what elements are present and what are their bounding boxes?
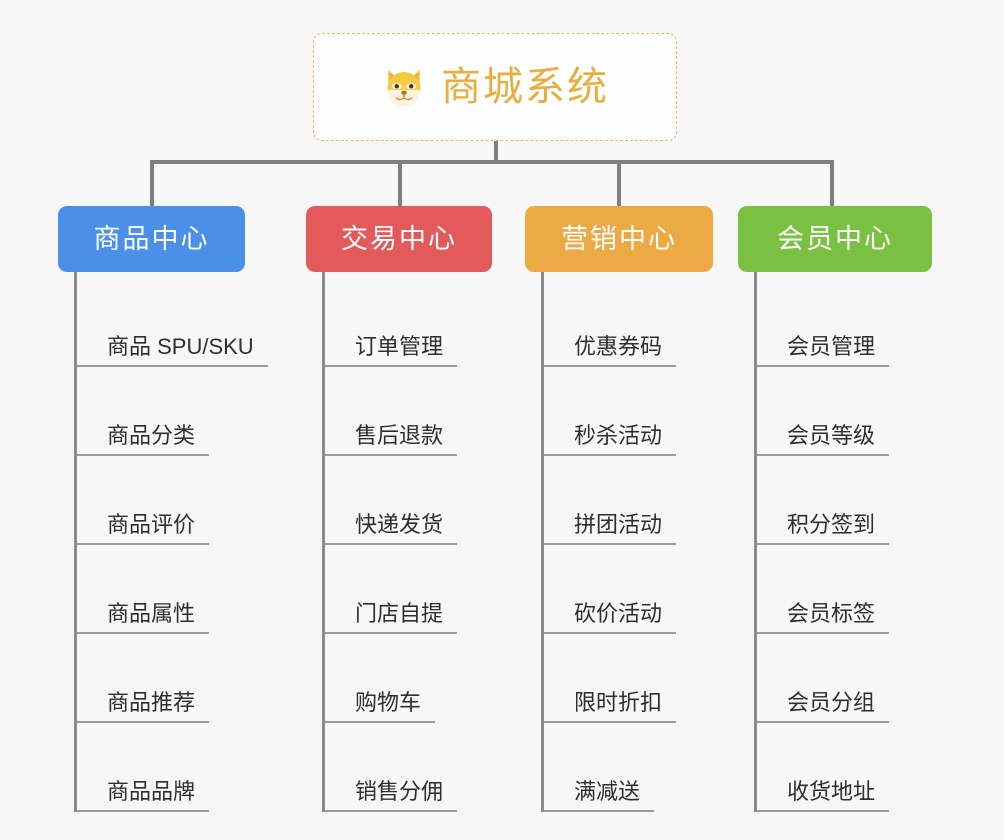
connector-drop-2 (398, 160, 402, 208)
leaf-item[interactable]: 商品评价 (77, 456, 268, 545)
category-column-marketing-center: 营销中心优惠券码秒杀活动拼团活动砍价活动限时折扣满减送 (525, 206, 713, 812)
leaf-underline: 优惠券码 (544, 333, 677, 367)
leaf-item[interactable]: 商品品牌 (77, 723, 268, 812)
category-label: 会员中心 (777, 223, 893, 254)
leaf-item-label: 收货地址 (787, 778, 876, 804)
leaf-item[interactable]: 会员分组 (757, 634, 932, 723)
leaf-item-label: 商品评价 (107, 511, 196, 537)
category-box-trade-center[interactable]: 交易中心 (306, 206, 492, 272)
leaf-list: 会员管理会员等级积分签到会员标签会员分组收货地址 (754, 272, 932, 812)
leaf-item-label: 购物车 (355, 689, 422, 715)
leaf-item[interactable]: 拼团活动 (544, 456, 713, 545)
leaf-underline: 会员标签 (757, 600, 890, 634)
leaf-item[interactable]: 售后退款 (325, 367, 492, 456)
leaf-item[interactable]: 订单管理 (325, 278, 492, 367)
leaf-item-label: 订单管理 (355, 333, 444, 359)
leaf-item-label: 拼团活动 (574, 511, 663, 537)
leaf-item[interactable]: 限时折扣 (544, 634, 713, 723)
leaf-item[interactable]: 商品推荐 (77, 634, 268, 723)
leaf-item[interactable]: 销售分佣 (325, 723, 492, 812)
leaf-item-label: 会员等级 (787, 422, 876, 448)
leaf-item[interactable]: 门店自提 (325, 545, 492, 634)
connector-drop-1 (150, 160, 154, 208)
leaf-item[interactable]: 商品分类 (77, 367, 268, 456)
leaf-underline: 购物车 (325, 689, 436, 723)
leaf-item[interactable]: 会员管理 (757, 278, 932, 367)
leaf-item[interactable]: 购物车 (325, 634, 492, 723)
leaf-item-label: 会员分组 (787, 689, 876, 715)
leaf-item-label: 秒杀活动 (574, 422, 663, 448)
leaf-underline: 商品属性 (77, 600, 210, 634)
root-node-label: 商城系统 (441, 65, 609, 109)
leaf-item-label: 售后退款 (355, 422, 444, 448)
leaf-item[interactable]: 砍价活动 (544, 545, 713, 634)
leaf-item[interactable]: 商品属性 (77, 545, 268, 634)
leaf-item-label: 会员标签 (787, 600, 876, 626)
leaf-underline: 收货地址 (757, 778, 890, 812)
leaf-underline: 会员等级 (757, 422, 890, 456)
leaf-item-label: 门店自提 (355, 600, 444, 626)
category-label: 营销中心 (561, 223, 677, 254)
leaf-underline: 商品分类 (77, 422, 210, 456)
category-column-member-center: 会员中心会员管理会员等级积分签到会员标签会员分组收货地址 (738, 206, 932, 812)
category-label: 交易中心 (341, 223, 457, 254)
connector-horizontal-bus (150, 160, 834, 164)
category-box-member-center[interactable]: 会员中心 (738, 206, 932, 272)
leaf-underline: 商品推荐 (77, 689, 210, 723)
leaf-underline: 快递发货 (325, 511, 458, 545)
leaf-list: 订单管理售后退款快递发货门店自提购物车销售分佣 (322, 272, 492, 812)
leaf-underline: 门店自提 (325, 600, 458, 634)
leaf-item[interactable]: 秒杀活动 (544, 367, 713, 456)
leaf-underline: 会员管理 (757, 333, 890, 367)
leaf-underline: 商品品牌 (77, 778, 210, 812)
category-box-marketing-center[interactable]: 营销中心 (525, 206, 713, 272)
leaf-item[interactable]: 优惠券码 (544, 278, 713, 367)
leaf-item-label: 商品推荐 (107, 689, 196, 715)
leaf-item-label: 商品分类 (107, 422, 196, 448)
leaf-underline: 限时折扣 (544, 689, 677, 723)
leaf-item-label: 积分签到 (787, 511, 876, 537)
leaf-item-label: 商品属性 (107, 600, 196, 626)
category-label: 商品中心 (93, 223, 210, 254)
leaf-underline: 秒杀活动 (544, 422, 677, 456)
leaf-item[interactable]: 满减送 (544, 723, 713, 812)
leaf-item-label: 快递发货 (355, 511, 444, 537)
leaf-underline: 商品评价 (77, 511, 210, 545)
leaf-underline: 会员分组 (757, 689, 890, 723)
leaf-underline: 售后退款 (325, 422, 458, 456)
leaf-item[interactable]: 商品 SPU/SKU (77, 278, 268, 367)
leaf-item-label: 优惠券码 (574, 333, 663, 359)
leaf-item[interactable]: 积分签到 (757, 456, 932, 545)
leaf-item-label: 商品 SPU/SKU (107, 333, 254, 359)
leaf-underline: 拼团活动 (544, 511, 677, 545)
leaf-list: 优惠券码秒杀活动拼团活动砍价活动限时折扣满减送 (541, 272, 713, 812)
leaf-underline: 订单管理 (325, 333, 458, 367)
leaf-item-label: 销售分佣 (355, 778, 444, 804)
connector-drop-3 (617, 160, 621, 208)
leaf-item[interactable]: 快递发货 (325, 456, 492, 545)
category-box-product-center[interactable]: 商品中心 (58, 206, 245, 272)
leaf-item-label: 砍价活动 (574, 600, 663, 626)
leaf-item-label: 限时折扣 (574, 689, 663, 715)
leaf-underline: 积分签到 (757, 511, 890, 545)
category-column-trade-center: 交易中心订单管理售后退款快递发货门店自提购物车销售分佣 (306, 206, 492, 812)
leaf-item-label: 商品品牌 (107, 778, 196, 804)
leaf-underline: 销售分佣 (325, 778, 458, 812)
leaf-underline: 满减送 (544, 778, 655, 812)
connector-drop-4 (830, 160, 834, 208)
leaf-item-label: 满减送 (574, 778, 641, 804)
leaf-underline: 砍价活动 (544, 600, 677, 634)
leaf-item[interactable]: 会员等级 (757, 367, 932, 456)
category-column-product-center: 商品中心商品 SPU/SKU 商品分类商品评价商品属性商品推荐商品品牌 (58, 206, 268, 812)
leaf-item[interactable]: 会员标签 (757, 545, 932, 634)
connector-root-stem (494, 141, 498, 163)
leaf-underline: 商品 SPU/SKU (77, 333, 268, 367)
leaf-item[interactable]: 收货地址 (757, 723, 932, 812)
leaf-list: 商品 SPU/SKU 商品分类商品评价商品属性商品推荐商品品牌 (74, 272, 268, 812)
leaf-item-label: 会员管理 (787, 333, 876, 359)
shiba-dog-face-icon (381, 64, 427, 110)
root-node[interactable]: 商城系统 (313, 33, 677, 141)
